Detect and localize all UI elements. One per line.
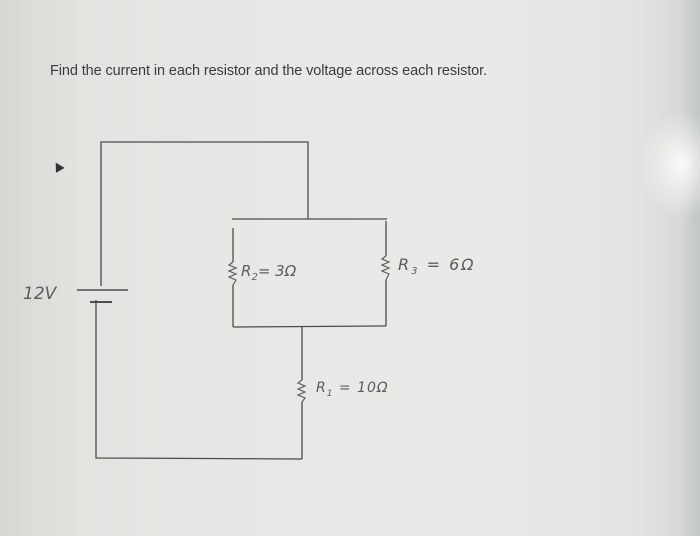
wire-bottom xyxy=(95,300,303,460)
resistor-r3-icon xyxy=(380,255,391,281)
glare xyxy=(640,110,700,220)
r3-label: R3 = 6Ω xyxy=(398,255,476,278)
wire-top xyxy=(100,141,309,286)
question-text: Find the current in each resistor and th… xyxy=(50,63,487,79)
r1-label: R1 = 10Ω xyxy=(316,380,389,399)
r2-label: R2= 3Ω xyxy=(241,262,297,283)
resistor-r2-icon xyxy=(227,261,238,286)
resistor-r1-icon xyxy=(296,379,307,403)
wire-parallel-bottom xyxy=(232,325,387,328)
battery-label: 12V xyxy=(23,284,57,304)
